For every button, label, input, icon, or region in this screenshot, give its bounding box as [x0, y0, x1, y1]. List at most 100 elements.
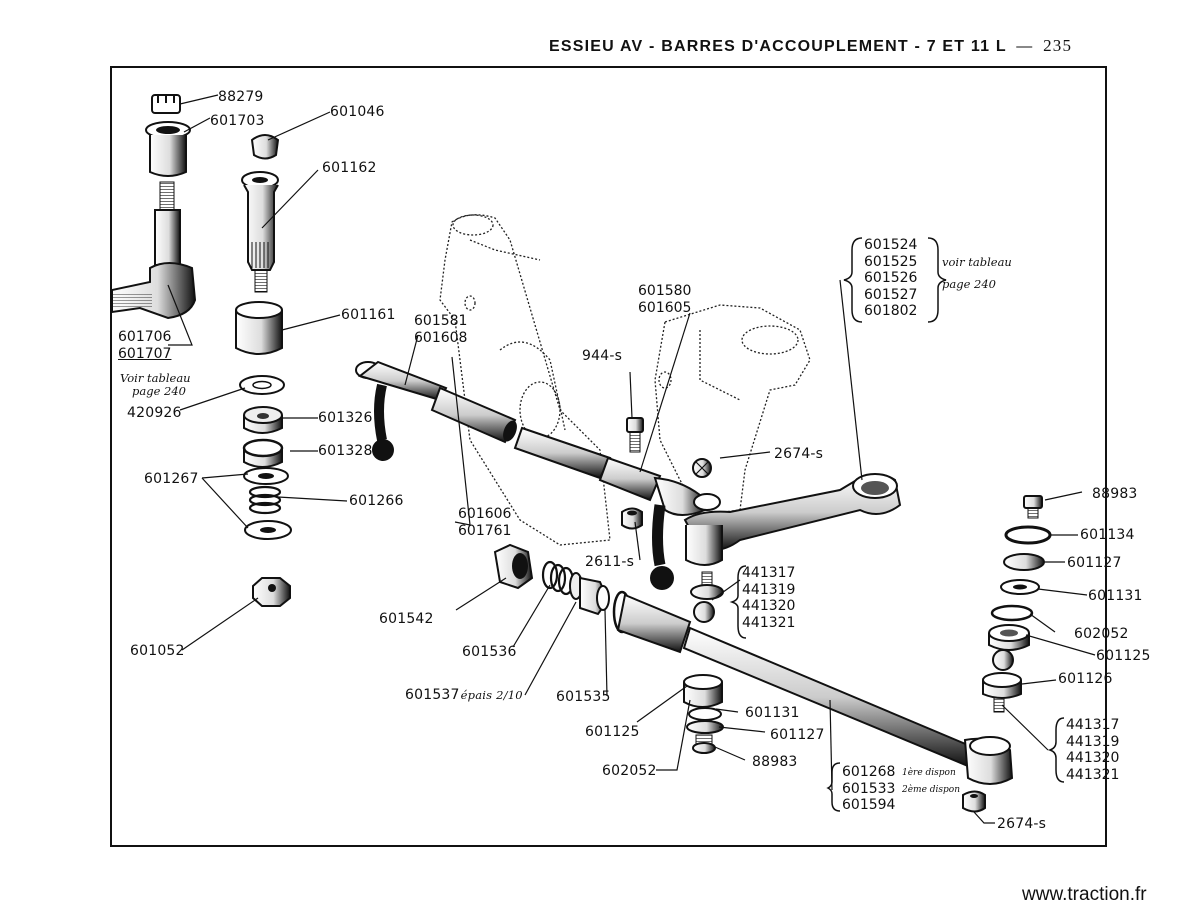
part-number: 601707 — [118, 345, 172, 362]
callout-601326: 601326 — [318, 410, 373, 426]
part-number: 441321 — [742, 614, 796, 631]
leader-lines — [167, 94, 1096, 824]
washer-601267-top — [243, 467, 289, 485]
callout-601127-right: 601127 — [1067, 555, 1122, 571]
callout-601052: 601052 — [130, 643, 185, 659]
washer-420926 — [239, 375, 285, 395]
callout-601127-lower: 601127 — [770, 727, 825, 743]
callout-88983-right: 88983 — [1092, 486, 1138, 502]
callout-601046: 601046 — [330, 104, 385, 120]
group-tube: 601606 601761 — [458, 506, 511, 539]
note-page-240-left: page 240 — [132, 384, 186, 398]
tube-601606 — [430, 386, 517, 444]
cup-601328 — [242, 438, 284, 468]
group-track-rod: 601268 601533 601594 — [842, 764, 895, 814]
callout-601536: 601536 — [462, 644, 517, 660]
watermark-link[interactable]: www.traction.fr — [1022, 884, 1147, 905]
note-voir-tableau-lever: voir tableau — [942, 255, 1012, 269]
pin-601162 — [241, 171, 279, 293]
callout-2674s-center: 2674-s — [774, 446, 824, 462]
part-number: 441317 — [742, 565, 796, 581]
part-number: 601580 — [638, 283, 692, 299]
note-1ere-disposition: 1ère dispon — [902, 768, 956, 778]
callout-601161: 601161 — [341, 307, 396, 323]
part-number: 441320 — [742, 598, 796, 614]
cup-601125-lower — [683, 674, 723, 708]
group-ball-pin-right: 441317 441319 441320 441321 — [1066, 717, 1119, 783]
part-number: 601802 — [864, 303, 918, 319]
cup-601326 — [243, 406, 283, 434]
stub-axle-601706 — [111, 181, 197, 320]
diagram-frame — [110, 66, 1107, 847]
cap-601046 — [250, 134, 280, 160]
callout-602052-right: 602052 — [1074, 626, 1129, 642]
part-number: 441319 — [742, 581, 796, 598]
part-number: 601268 — [842, 764, 896, 780]
plug-88983-lower — [692, 734, 716, 754]
nut-2611s — [621, 507, 643, 530]
group-ball-pin-center: 441317 441319 441320 441321 — [742, 565, 795, 631]
group-lever: 601524 601525 601526 601527 601802 — [864, 237, 917, 320]
part-number: 441317 — [1066, 717, 1120, 733]
callout-601131-right: 601131 — [1088, 588, 1143, 604]
note-2eme-disposition: 2ème dispon — [902, 785, 961, 795]
page-header: ESSIEU AV - BARRES D'ACCOUPLEMENT - 7 ET… — [549, 36, 1072, 56]
cross-tube — [513, 426, 721, 590]
page-number: 235 — [1043, 36, 1073, 55]
washer-601267-bottom — [244, 520, 292, 540]
part-number: 441320 — [1066, 750, 1120, 766]
washer-602052-right — [990, 604, 1034, 622]
callout-601125-right: 601125 — [1096, 648, 1151, 664]
castle-ring-601542 — [493, 543, 534, 590]
part-number: 601526 — [864, 270, 918, 286]
part-number: 601525 — [864, 253, 918, 270]
callout-601126: 601126 — [1058, 671, 1113, 687]
callout-602052-lower: 602052 — [602, 763, 657, 779]
callout-601266: 601266 — [349, 493, 404, 509]
callout-944s: 944-s — [582, 348, 623, 364]
group-steering-arm-left: 601706 601707 — [118, 329, 171, 362]
washer-601131-lower — [688, 707, 722, 721]
part-number: 601581 — [414, 313, 468, 329]
castle-nut-88279 — [151, 94, 181, 114]
lever-601524 — [683, 473, 902, 566]
cup-601535 — [579, 576, 610, 616]
callout-601542: 601542 — [379, 611, 434, 627]
part-number: 601605 — [638, 299, 692, 316]
bush-601703 — [145, 121, 191, 177]
circlip-601134 — [1004, 525, 1052, 545]
callout-2611s: 2611-s — [585, 554, 635, 570]
group-drop-arm: 601581 601608 — [414, 313, 467, 346]
ghost-axle-housing-left — [439, 214, 611, 546]
group-right-arm: 601580 601605 — [638, 283, 691, 316]
spring-601266 — [248, 485, 282, 515]
ghost-axle-housing-right — [654, 304, 811, 516]
note-voir-tableau-left: Voir tableau — [120, 371, 191, 385]
part-number: 601606 — [458, 506, 512, 522]
page-title: ESSIEU AV - BARRES D'ACCOUPLEMENT - 7 ET… — [549, 38, 1007, 55]
part-number: 601533 — [842, 780, 896, 797]
callout-601537: 601537épais 2/10 — [405, 687, 523, 703]
part-number: 601608 — [414, 329, 468, 346]
part-number: 601706 — [118, 329, 172, 345]
bolt-944s — [626, 417, 644, 453]
part-number: 601594 — [842, 797, 896, 813]
callout-601131-lower: 601131 — [745, 705, 800, 721]
callout-2674s-right: 2674-s — [997, 816, 1047, 832]
nut-601052 — [252, 577, 291, 607]
castle-nut-2674s-center — [692, 458, 712, 478]
washer-601127-lower — [686, 720, 724, 734]
callout-88983-lower: 88983 — [752, 754, 798, 770]
callout-601537-number: 601537 — [405, 687, 460, 703]
part-number: 441321 — [1066, 766, 1120, 783]
washer-601131-right — [1000, 579, 1040, 595]
callout-601267: 601267 — [144, 471, 199, 487]
part-number: 601524 — [864, 237, 918, 253]
plug-88983-right — [1023, 495, 1043, 519]
drop-arm-601581 — [355, 360, 448, 461]
castle-nut-2674s-right — [962, 790, 986, 813]
part-number: 601527 — [864, 286, 918, 303]
header-dash: — — [1016, 38, 1034, 55]
callout-88279: 88279 — [218, 89, 264, 105]
